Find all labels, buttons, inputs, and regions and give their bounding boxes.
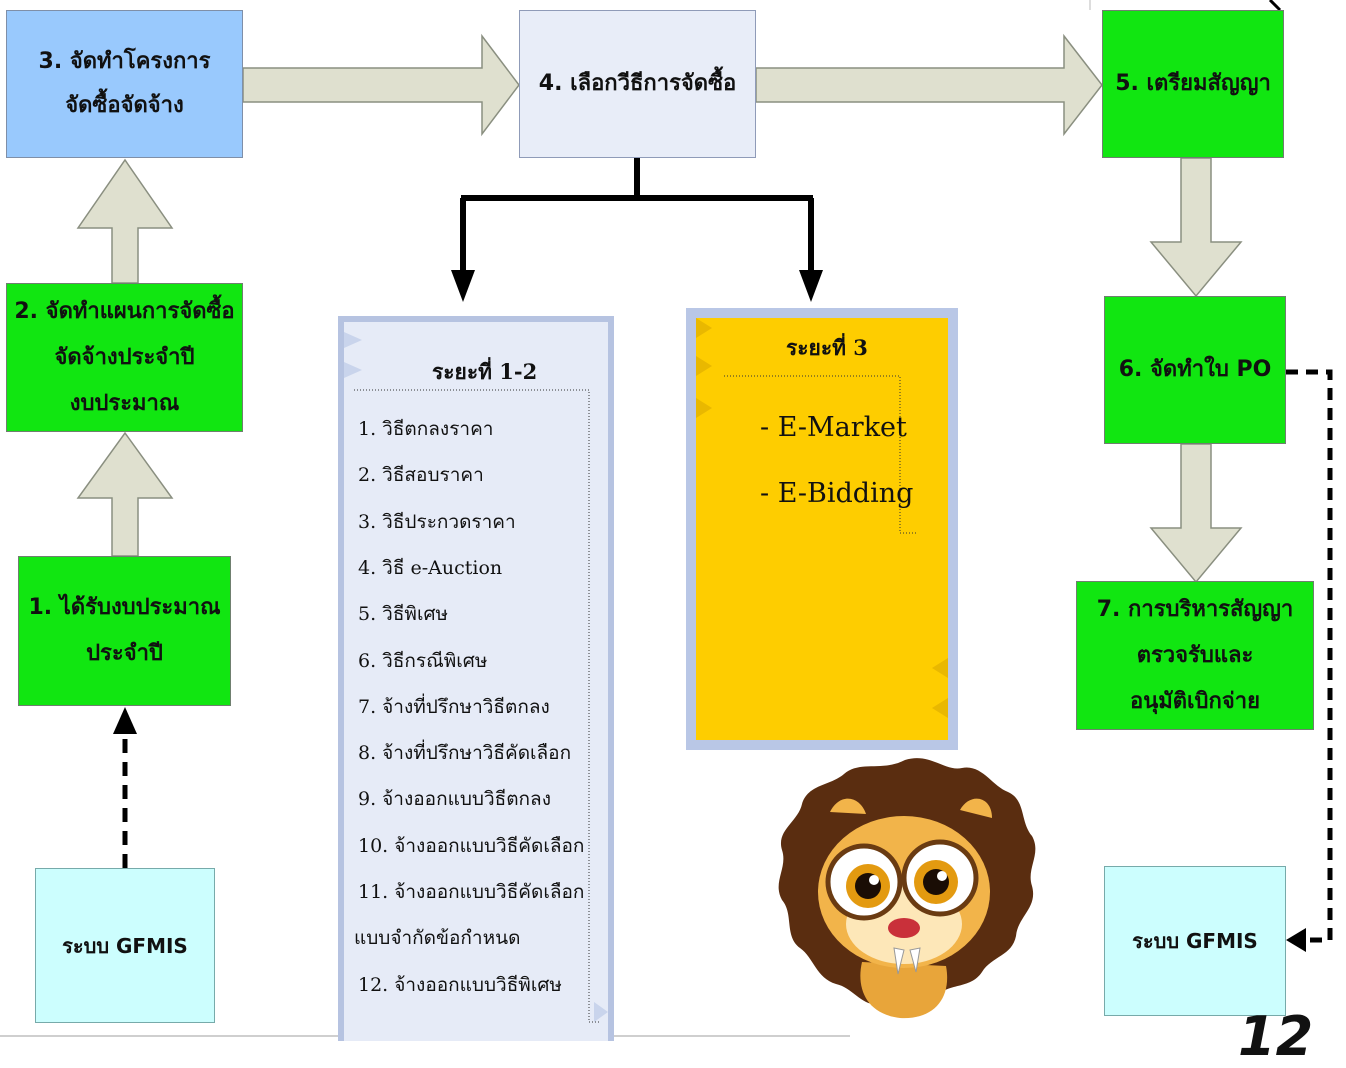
arrow-to-phase3: [799, 270, 823, 302]
phase12-method-item: 6. วิธีกรณีพิเศษ: [358, 649, 488, 672]
arrow-step6-to-step7: [1149, 443, 1243, 584]
step1-line2: ประจำปี: [86, 641, 163, 666]
phase12-method-item: 11. จ้างออกแบบวิธีคัดเลือก: [358, 881, 585, 903]
phase12-method-item: 3. วิธีประกวดราคา: [358, 510, 516, 533]
phase12-method-item: 8. จ้างที่ปรึกษาวิธีคัดเลือก: [358, 742, 572, 765]
phase3-inner: ระยะที่ 3 - E-Market - E-Bidding: [696, 318, 948, 740]
step4-label: 4. เลือกวีธีการจัดซื้อ: [538, 71, 737, 96]
arrow-step4-to-step5: [755, 33, 1103, 137]
lion-cartoon-icon: [778, 758, 1036, 1019]
phase12-scroll-decoration: [344, 332, 608, 1023]
step3-line1: 3. จัดทำโครงการ: [38, 49, 211, 74]
dashed-arrow-head-gfmis: [1286, 928, 1306, 952]
connector-arrows: [0, 0, 1333, 1037]
branch-connector: [460, 158, 814, 272]
dashed-arrow-head-step1: [113, 707, 137, 734]
step6-label: 6. จัดทำใบ PO: [1118, 357, 1272, 382]
gfmis-right-label: ระบบ GFMIS: [1132, 929, 1258, 953]
phase12-method-item: 7. จ้างที่ปรึกษาวิธีตกลง: [358, 695, 550, 718]
step7-box: 7. การบริหารสัญญา ตรวจรับและ อนุมัติเบิก…: [1076, 581, 1314, 730]
page-number: 12: [1238, 1005, 1314, 1068]
step5-box: 5. เตรียมสัญญา: [1102, 10, 1284, 158]
phase12-title: ระยะที่ 1-2: [432, 359, 538, 384]
step7-line1: 7. การบริหารสัญญา: [1096, 596, 1294, 622]
step2-line2: จัดจ้างประจำปี: [54, 344, 195, 370]
dashed-step6-to-gfmis: [1286, 369, 1333, 943]
step1-line1: 1. ได้รับงบประมาณ: [28, 595, 221, 620]
phase12-method-item: 4. วิธี e-Auction: [358, 556, 503, 579]
step6-box: 6. จัดทำใบ PO: [1104, 296, 1286, 444]
step7-line3: อนุมัติเบิกจ่าย: [1130, 688, 1260, 714]
phase12-method-item: 10. จ้างออกแบบวิธีคัดเลือก: [358, 834, 585, 857]
arrow-step3-to-step4: [242, 33, 520, 137]
arrow-to-phase12: [451, 270, 475, 302]
phase12-panel: ระยะที่ 1-2 1. วิธีตกลงราคา 2. วิธีสอบราค…: [338, 316, 614, 1041]
phase12-method-item: 1. วิธีตกลงราคา: [358, 418, 494, 440]
step2-box: 2. จัดทำแผนการจัดซื้อ จัดจ้างประจำปี งบป…: [6, 283, 243, 432]
phase3-panel: ระยะที่ 3 - E-Market - E-Bidding: [686, 308, 958, 750]
phase12-method-item: 5. วิธีพิเศษ: [358, 603, 449, 626]
arrow-step2-to-step3: [76, 158, 174, 284]
arrow-step1-to-step2: [76, 431, 174, 557]
step3-line2: จัดซื้อจัดจ้าง: [65, 93, 184, 118]
gfmis-left-label: ระบบ GFMIS: [62, 933, 188, 958]
gfmis-right-box: ระบบ GFMIS: [1104, 866, 1286, 1016]
phase12-method-item: 9. จ้างออกแบบวิธีตกลง: [358, 788, 551, 811]
phase12-method-item: แบบจำกัดข้อกำหนด: [354, 927, 521, 950]
step2-line1: 2. จัดทำแผนการจัดซื้อ: [14, 298, 235, 324]
step5-label: 5. เตรียมสัญญา: [1115, 71, 1271, 96]
step1-box: 1. ได้รับงบประมาณ ประจำปี: [18, 556, 231, 706]
phase12-method-item: 2. วิธีสอบราคา: [358, 464, 484, 487]
phase3-scroll-decoration: [696, 318, 948, 718]
step3-box: 3. จัดทำโครงการ จัดซื้อจัดจ้าง: [6, 10, 243, 158]
arrow-step5-to-step6: [1149, 157, 1243, 298]
step2-line3: งบประมาณ: [69, 390, 180, 416]
step4-box: 4. เลือกวีธีการจัดซื้อ: [519, 10, 756, 158]
phase3-title: ระยะที่ 3: [786, 335, 868, 360]
phase3-item-emarket: - E-Market: [760, 412, 907, 443]
phase3-item-ebidding: - E-Bidding: [760, 478, 914, 509]
step7-line2: ตรวจรับและ: [1136, 642, 1254, 668]
gfmis-left-box: ระบบ GFMIS: [35, 868, 215, 1023]
phase12-method-item: 12. จ้างออกแบบวิธีพิเศษ: [358, 973, 562, 996]
